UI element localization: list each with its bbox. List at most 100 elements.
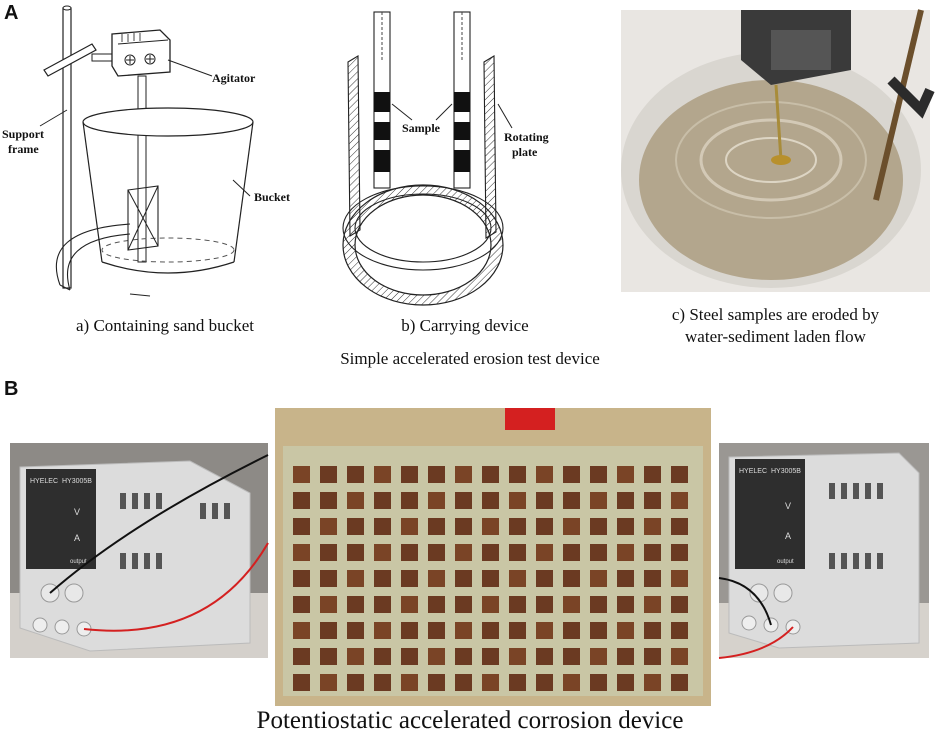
steel-sample-square xyxy=(428,544,445,561)
steel-sample-square xyxy=(293,570,310,587)
steel-sample-square xyxy=(401,622,418,639)
steel-sample-square xyxy=(455,544,472,561)
steel-sample-square xyxy=(536,596,553,613)
steel-sample-square xyxy=(671,570,688,587)
steel-sample-square xyxy=(509,596,526,613)
steel-sample-square xyxy=(347,466,364,483)
steel-sample-square xyxy=(347,622,364,639)
steel-sample-square xyxy=(320,674,337,691)
rotating-plate-label-line2: plate xyxy=(512,145,538,159)
steel-sample-square xyxy=(617,492,634,509)
erosion-photo xyxy=(621,9,935,292)
support-frame-label-line2: frame xyxy=(8,142,39,156)
steel-sample-square xyxy=(536,674,553,691)
steel-sample-square xyxy=(374,674,391,691)
steel-sample-square xyxy=(563,570,580,587)
steel-sample-square xyxy=(536,492,553,509)
steel-sample-square xyxy=(482,648,499,665)
steel-sample-square xyxy=(671,544,688,561)
steel-sample-square xyxy=(374,570,391,587)
steel-sample-square xyxy=(590,466,607,483)
steel-sample-square xyxy=(401,544,418,561)
steel-sample-square xyxy=(293,648,310,665)
steel-sample-square xyxy=(455,648,472,665)
panel-a-title: Simple accelerated erosion test device xyxy=(340,349,600,368)
steel-sample-square xyxy=(563,518,580,535)
left-unit-a: A xyxy=(74,533,80,543)
steel-sample-square xyxy=(671,466,688,483)
steel-sample-square xyxy=(509,544,526,561)
right-brand: HYELEC xyxy=(739,468,767,475)
steel-sample-square xyxy=(644,674,661,691)
rotating-plate-label-line1: Rotating xyxy=(504,130,549,144)
steel-sample-square xyxy=(644,570,661,587)
steel-sample-square xyxy=(509,518,526,535)
caption-photo-line1: c) Steel samples are eroded by xyxy=(671,305,880,324)
steel-sample-square xyxy=(509,622,526,639)
steel-sample-square xyxy=(536,622,553,639)
steel-sample-square xyxy=(617,466,634,483)
steel-sample-square xyxy=(455,466,472,483)
steel-sample-square xyxy=(374,544,391,561)
panel-b-letter: B xyxy=(4,378,19,400)
steel-sample-square xyxy=(455,674,472,691)
steel-sample-square xyxy=(482,544,499,561)
steel-sample-square xyxy=(374,596,391,613)
steel-sample-square xyxy=(293,622,310,639)
steel-sample-square xyxy=(563,466,580,483)
steel-sample-square xyxy=(347,674,364,691)
steel-sample-square xyxy=(428,570,445,587)
caption-photo-line2: water-sediment laden flow xyxy=(685,327,866,346)
steel-sample-square xyxy=(644,518,661,535)
steel-sample-square xyxy=(644,466,661,483)
right-model: HY3005B xyxy=(771,468,801,475)
steel-sample-square xyxy=(347,492,364,509)
power-supply-left: HYELEC HY3005B V A output xyxy=(10,443,269,658)
steel-sample-square xyxy=(482,622,499,639)
steel-sample-square xyxy=(320,544,337,561)
steel-sample-square xyxy=(320,648,337,665)
steel-sample-square xyxy=(671,596,688,613)
steel-sample-square xyxy=(347,570,364,587)
steel-sample-square xyxy=(401,518,418,535)
corrosion-board-photo xyxy=(275,408,711,706)
steel-sample-square xyxy=(374,648,391,665)
steel-sample-square xyxy=(509,648,526,665)
steel-sample-square xyxy=(293,518,310,535)
steel-sample-square xyxy=(293,596,310,613)
steel-sample-square xyxy=(428,596,445,613)
steel-sample-square xyxy=(671,518,688,535)
steel-sample-square xyxy=(320,518,337,535)
steel-sample-square xyxy=(644,492,661,509)
steel-sample-square xyxy=(563,648,580,665)
steel-sample-square xyxy=(536,518,553,535)
steel-sample-square xyxy=(617,674,634,691)
steel-sample-square xyxy=(320,622,337,639)
steel-sample-square xyxy=(320,570,337,587)
power-supply-right: HYELEC HY3005B V A output xyxy=(718,443,929,659)
steel-sample-square xyxy=(401,466,418,483)
sand-bucket-drawing: Agitator Support frame Bucket xyxy=(2,5,290,297)
steel-sample-square xyxy=(374,518,391,535)
steel-sample-square xyxy=(428,492,445,509)
steel-sample-square xyxy=(536,570,553,587)
steel-sample-square xyxy=(563,622,580,639)
agitator-label: Agitator xyxy=(212,71,256,85)
steel-sample-square xyxy=(590,518,607,535)
steel-sample-square xyxy=(482,466,499,483)
steel-sample-square xyxy=(293,674,310,691)
steel-sample-square xyxy=(428,674,445,691)
steel-sample-square xyxy=(482,492,499,509)
steel-sample-square xyxy=(617,622,634,639)
steel-sample-square xyxy=(617,518,634,535)
steel-sample-square xyxy=(536,648,553,665)
steel-sample-square xyxy=(482,570,499,587)
steel-sample-square xyxy=(347,596,364,613)
steel-sample-square xyxy=(428,518,445,535)
steel-sample-square xyxy=(563,492,580,509)
support-frame-label-line1: Support xyxy=(2,127,44,141)
steel-sample-square xyxy=(455,622,472,639)
steel-sample-square xyxy=(644,622,661,639)
right-unit-v: V xyxy=(785,501,791,511)
steel-sample-square xyxy=(320,596,337,613)
